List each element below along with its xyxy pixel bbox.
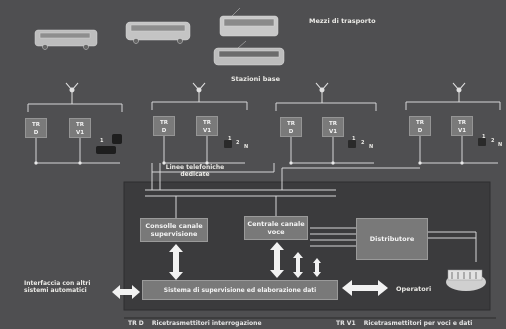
distributor-box: Distributore bbox=[356, 218, 428, 260]
radio-handset-icon bbox=[96, 134, 122, 154]
channel-number: 1 bbox=[352, 136, 356, 142]
operator-console-icon bbox=[446, 269, 486, 291]
legend-left: TR D Ricetrasmettitori interrogazione bbox=[128, 320, 262, 327]
channel-number: 2 bbox=[491, 138, 495, 144]
channel-number: 1 bbox=[482, 134, 486, 140]
antenna-icon bbox=[65, 82, 79, 104]
supervision-console-box: Consolle canale supervisione bbox=[140, 218, 208, 242]
double-arrow-icon bbox=[169, 244, 183, 280]
legend-text: Ricetrasmettitori interrogazione bbox=[151, 320, 262, 327]
operators-label: Operatori bbox=[396, 285, 432, 293]
antenna-icon bbox=[452, 82, 466, 102]
channel-number: 2 bbox=[236, 140, 240, 146]
double-arrow-icon bbox=[112, 285, 140, 299]
base-stations-label: Stazioni base bbox=[231, 75, 281, 83]
transport-label: Mezzi di trasporto bbox=[309, 17, 376, 25]
radio-handset-icon bbox=[224, 140, 232, 148]
junction-dot bbox=[34, 161, 464, 165]
dedicated-lines-label: Linee telefoniche dedicate bbox=[165, 164, 225, 178]
tram-icon bbox=[213, 40, 285, 66]
voice-console-box: Centrale canale voce bbox=[244, 216, 308, 240]
double-arrow-icon bbox=[342, 280, 388, 296]
bus-icon bbox=[125, 21, 191, 44]
tram-icon bbox=[219, 7, 279, 37]
channel-number: N bbox=[498, 142, 503, 148]
radio-handset-icon bbox=[478, 138, 486, 146]
antenna-icon bbox=[192, 82, 206, 102]
channel-number: N bbox=[244, 144, 249, 150]
legend-right: TR V1 Ricetrasmettitori per voci e dati bbox=[336, 320, 472, 327]
data-system-box: Sistema di supervisione ed elaborazione … bbox=[142, 280, 338, 300]
legend-code: TR V1 bbox=[336, 320, 356, 327]
channel-number: 1 bbox=[100, 138, 104, 144]
legend-text: Ricetrasmettitori per voci e dati bbox=[363, 320, 473, 327]
double-arrow-icon bbox=[270, 242, 321, 278]
antenna-icon bbox=[315, 82, 329, 103]
bus-icon bbox=[34, 29, 98, 50]
channel-number: 1 bbox=[228, 136, 232, 142]
legend-code: TR D bbox=[128, 320, 144, 327]
radio-handset-icon bbox=[348, 140, 356, 148]
interface-label: Interfaccia con altri sistemi automatici bbox=[24, 280, 91, 294]
channel-number: 2 bbox=[361, 140, 365, 146]
channel-number: N bbox=[369, 144, 374, 150]
